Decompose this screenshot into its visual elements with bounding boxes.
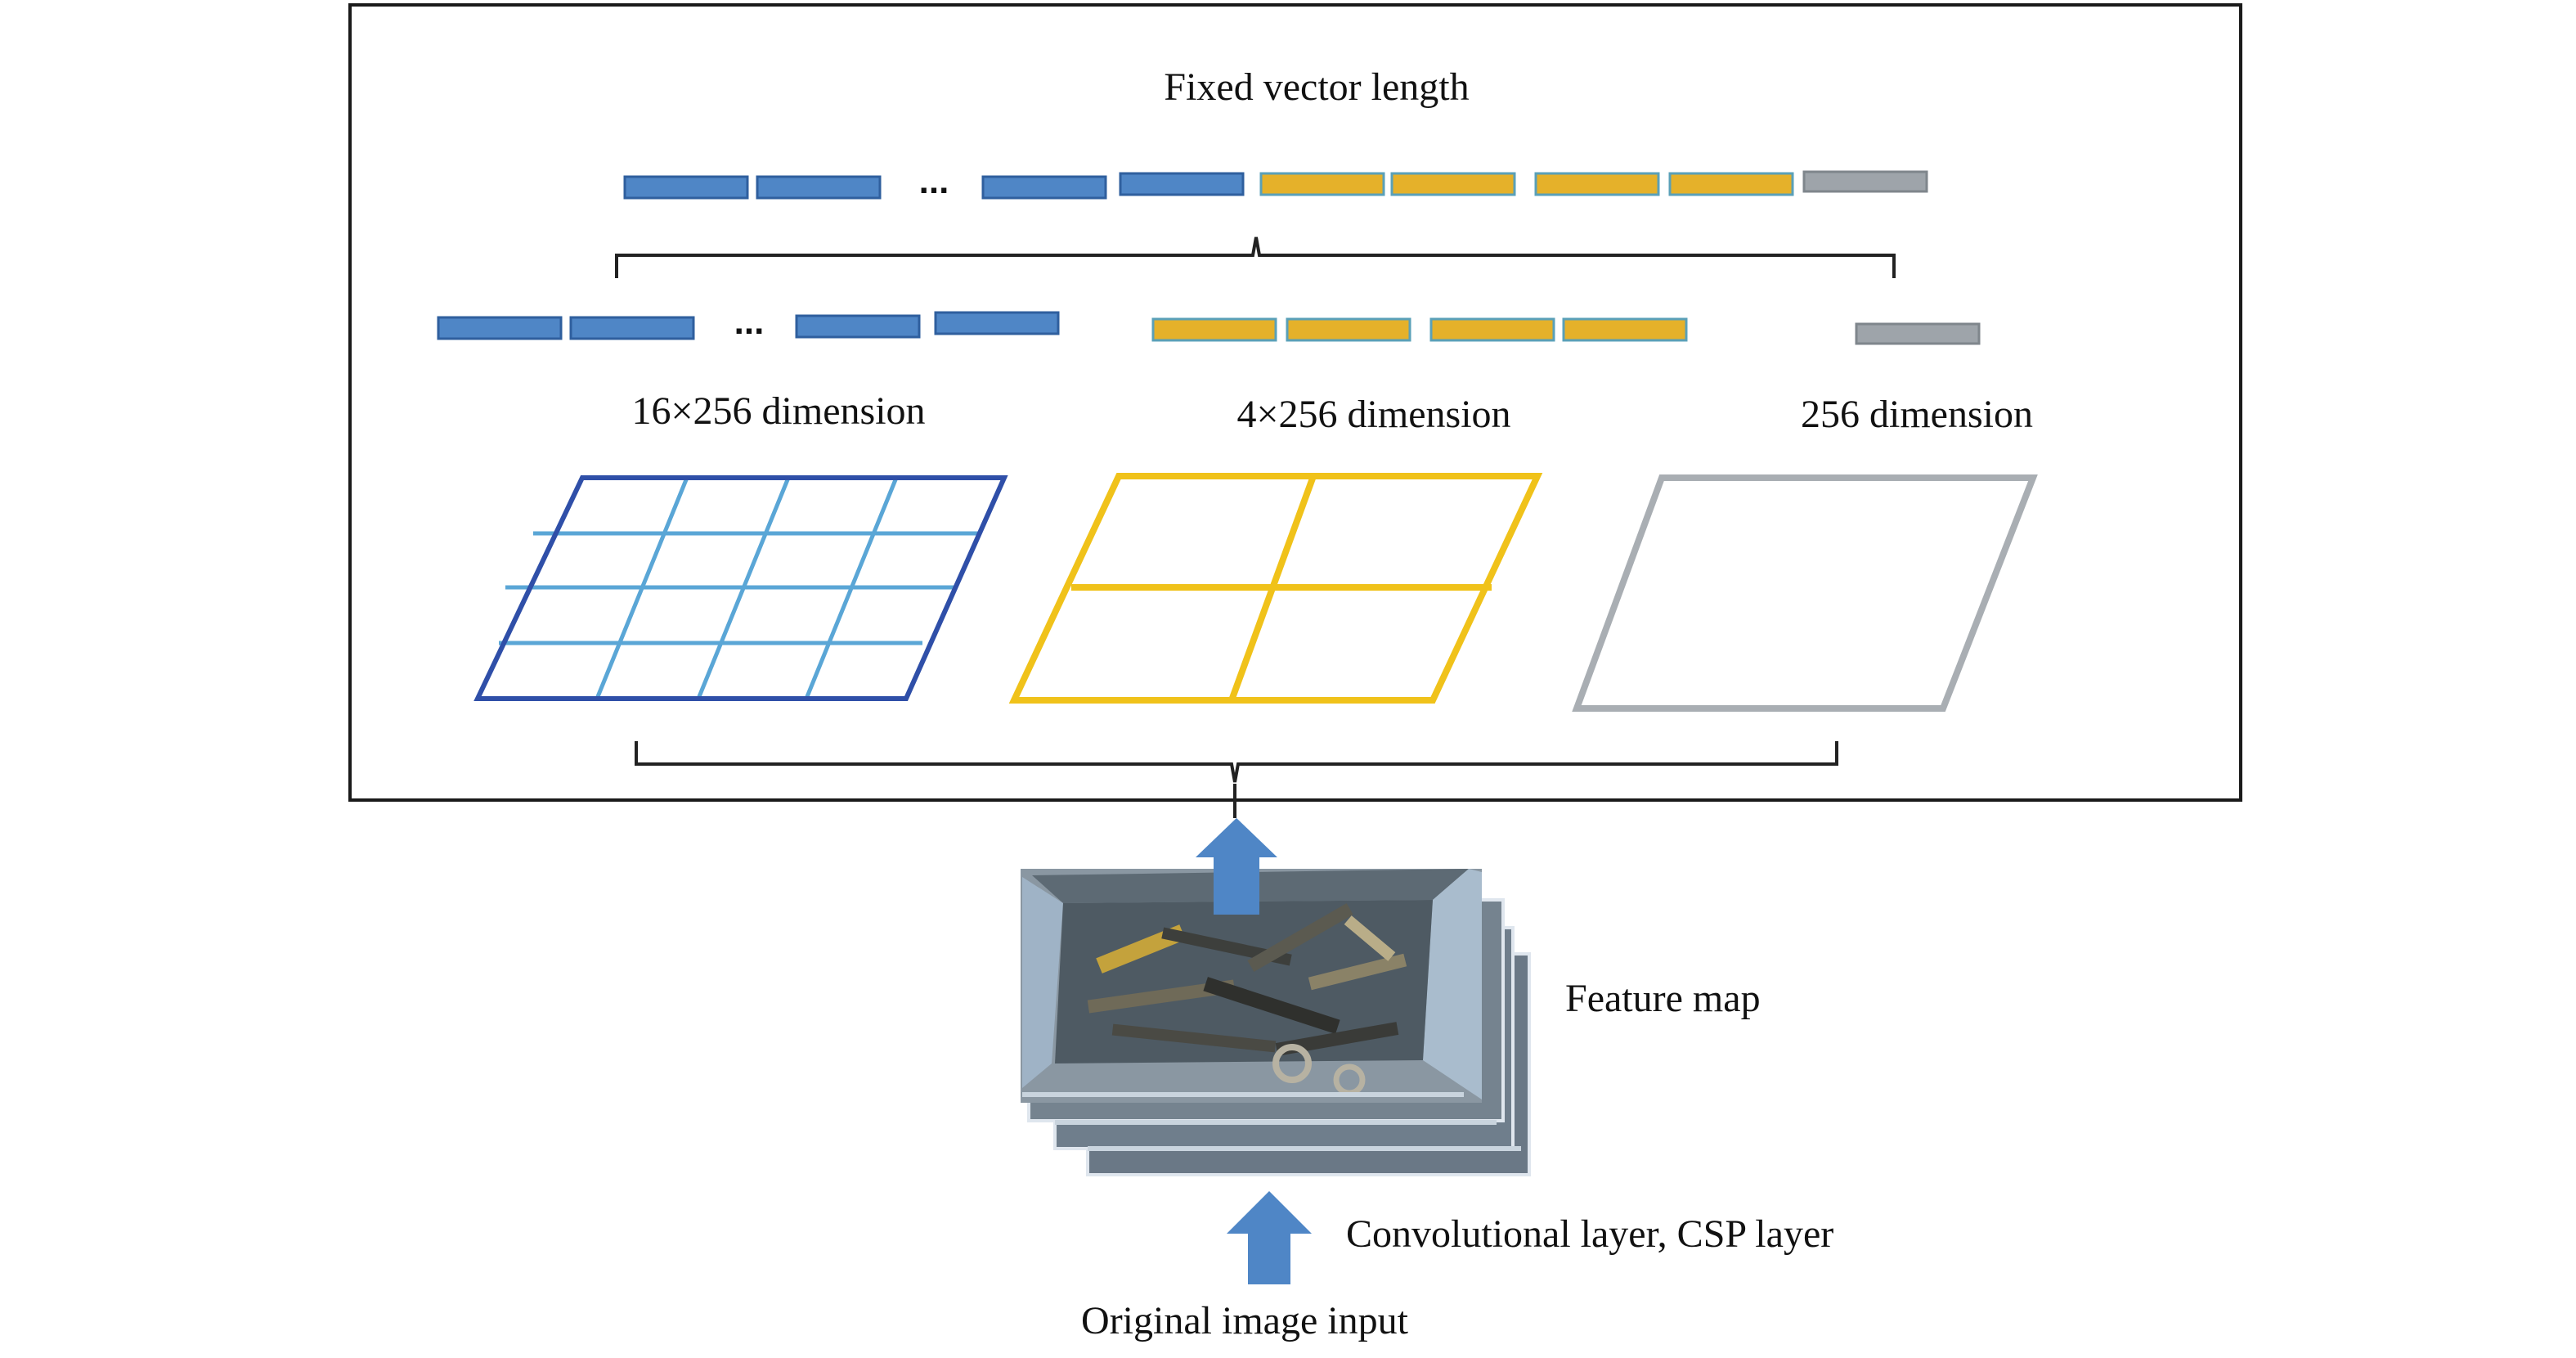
vector-segment-blue: [437, 316, 563, 340]
grid-4x4: [473, 475, 1008, 701]
lower-brace: [635, 741, 1838, 783]
level-vectors: ...: [437, 302, 1981, 345]
feature-map-label: Feature map: [1565, 977, 1761, 1020]
up-arrow-icon: [1196, 818, 1277, 915]
vector-segment-blue: [569, 316, 695, 340]
vector-segment-blue: [795, 314, 921, 339]
feature-map-image: [1021, 869, 1531, 1176]
vector-segment-blue: [756, 175, 882, 200]
grid-outline: [1008, 473, 1543, 704]
tray-right-wall: [1423, 869, 1482, 1099]
original-input-label: Original image input: [1081, 1299, 1409, 1342]
dimension-4-label: 4×256 dimension: [1236, 393, 1510, 436]
vector-segment-yellow: [1286, 317, 1411, 342]
scrap-piece: [1111, 1023, 1277, 1053]
vector-segment-blue: [623, 175, 749, 200]
scrap-piece: [1247, 903, 1353, 972]
scrap-ring: [1272, 1044, 1312, 1083]
grid-1x1: [1572, 474, 2038, 712]
scrap-piece: [1203, 977, 1340, 1034]
vector-segment-blue: [1119, 172, 1245, 196]
scrap-piece: [1308, 953, 1407, 991]
vector-segment-yellow: [1534, 172, 1660, 196]
vector-segment-yellow: [1562, 317, 1688, 342]
upper-brace: [615, 236, 1896, 278]
fixed-vector-length-label: Fixed vector length: [1164, 65, 1469, 109]
vector-segment-yellow: [1429, 317, 1555, 342]
tray-left-wall: [1022, 877, 1063, 1088]
grid-line: [804, 477, 899, 699]
dimension-1-label: 256 dimension: [1801, 393, 2033, 436]
grid-line: [1228, 474, 1317, 702]
ellipsis-icon: ...: [734, 302, 765, 342]
spp-frame: [348, 3, 2242, 802]
grid-outline: [473, 475, 1008, 701]
conv-layer-label: Convolutional layer, CSP layer: [1346, 1212, 1833, 1256]
vector-segment-yellow: [1259, 172, 1385, 196]
grid-line: [595, 477, 689, 699]
scrap-piece: [1344, 915, 1396, 961]
grid-2x2: [1008, 473, 1543, 704]
vector-segment-blue: [934, 311, 1060, 335]
up-arrow-icon: [1227, 1191, 1312, 1284]
vector-segment-yellow: [1668, 172, 1794, 196]
vector-segment-blue: [981, 175, 1107, 200]
vector-segment-yellow: [1390, 172, 1516, 196]
vector-segment-gray: [1855, 322, 1981, 345]
grid-line: [696, 477, 791, 699]
dimension-16-label: 16×256 dimension: [631, 389, 925, 433]
fixed-vector: ...: [623, 161, 1928, 201]
ellipsis-icon: ...: [919, 161, 949, 201]
scrap-piece: [1275, 1022, 1399, 1056]
vector-segment-gray: [1802, 170, 1928, 193]
scrap-piece: [1087, 979, 1236, 1014]
vector-segment-yellow: [1151, 317, 1277, 342]
